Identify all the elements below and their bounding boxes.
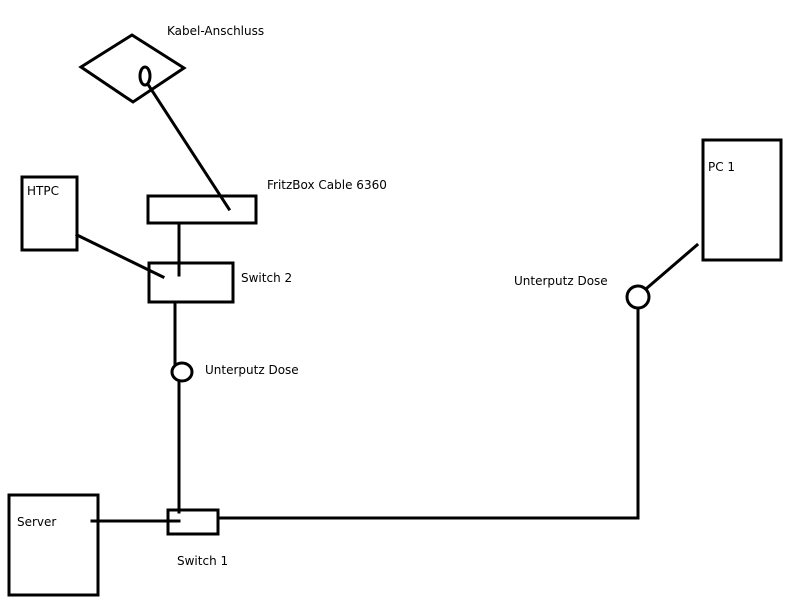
cable-outlet-port bbox=[138, 65, 152, 87]
link-htpc-to-switch2 bbox=[74, 232, 166, 280]
wall-socket-left bbox=[170, 361, 194, 383]
wall-socket-left-label: Unterputz Dose bbox=[205, 363, 299, 377]
switch1-label: Switch 1 bbox=[177, 554, 228, 568]
server-box bbox=[7, 493, 100, 597]
cable-outlet-label: Kabel-Anschluss bbox=[167, 24, 264, 38]
switch2-label: Switch 2 bbox=[241, 271, 292, 285]
htpc-box bbox=[20, 175, 79, 252]
router-label: FritzBox Cable 6360 bbox=[267, 178, 387, 192]
server-label: Server bbox=[17, 515, 56, 529]
link-cable-to-router bbox=[146, 83, 232, 212]
wall-socket-right bbox=[625, 284, 651, 310]
link-socket-right-to-pc1 bbox=[644, 242, 700, 291]
router-box bbox=[146, 194, 258, 225]
cable-outlet-diamond bbox=[78, 33, 187, 104]
switch2-box bbox=[147, 261, 235, 304]
link-switch1-to-socket-right bbox=[216, 306, 640, 520]
cable-outlet-node bbox=[78, 33, 187, 104]
wall-socket-right-label: Unterputz Dose bbox=[514, 274, 608, 288]
pc1-box bbox=[701, 138, 783, 262]
htpc-label: HTPC bbox=[27, 184, 59, 198]
pc1-label: PC 1 bbox=[708, 160, 735, 174]
